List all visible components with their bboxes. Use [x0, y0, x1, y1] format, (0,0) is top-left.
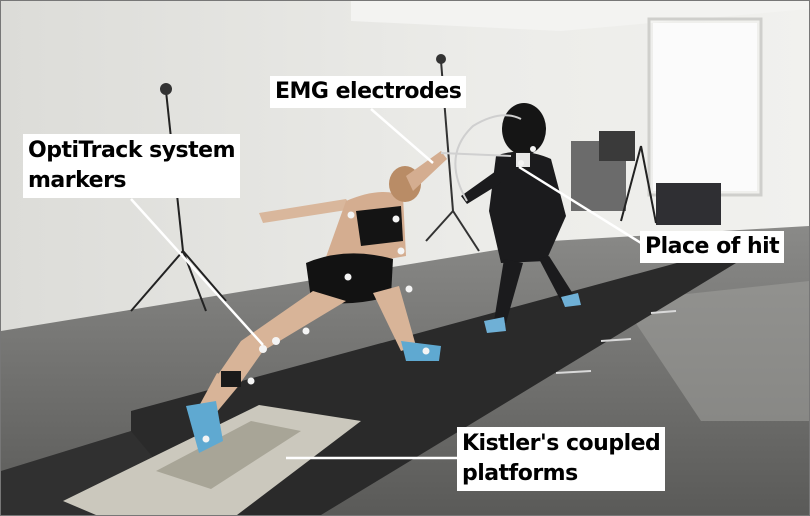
- label-emg-text: EMG electrodes: [275, 79, 462, 104]
- emg-leader: [370, 108, 434, 164]
- optitrack-leader: [130, 198, 264, 346]
- label-place-of-hit: Place of hit: [640, 231, 785, 263]
- label-kistler-line2: platforms: [462, 461, 578, 486]
- label-optitrack-markers: OptiTrack system markers: [23, 134, 241, 198]
- foil-blade-opponent: [454, 114, 522, 202]
- window: [653, 23, 757, 191]
- label-kistler-platforms: Kistler's coupled platforms: [457, 427, 666, 491]
- label-emg-electrodes: EMG electrodes: [270, 76, 467, 108]
- label-hit-text: Place of hit: [645, 234, 780, 259]
- ceiling: [351, 1, 809, 31]
- label-kistler-line1: Kistler's coupled: [462, 431, 661, 456]
- optitrack-markers: [202, 146, 536, 443]
- label-optitrack-line1: OptiTrack system: [28, 138, 236, 163]
- hit-leader: [518, 165, 642, 245]
- label-optitrack-line2: markers: [28, 168, 127, 193]
- lunging-fencer: [186, 151, 447, 453]
- foil-blade-fencer: [440, 152, 512, 157]
- opponent-fencer: [461, 103, 581, 333]
- leader-lines: [130, 108, 642, 460]
- equipment-case: [656, 183, 721, 225]
